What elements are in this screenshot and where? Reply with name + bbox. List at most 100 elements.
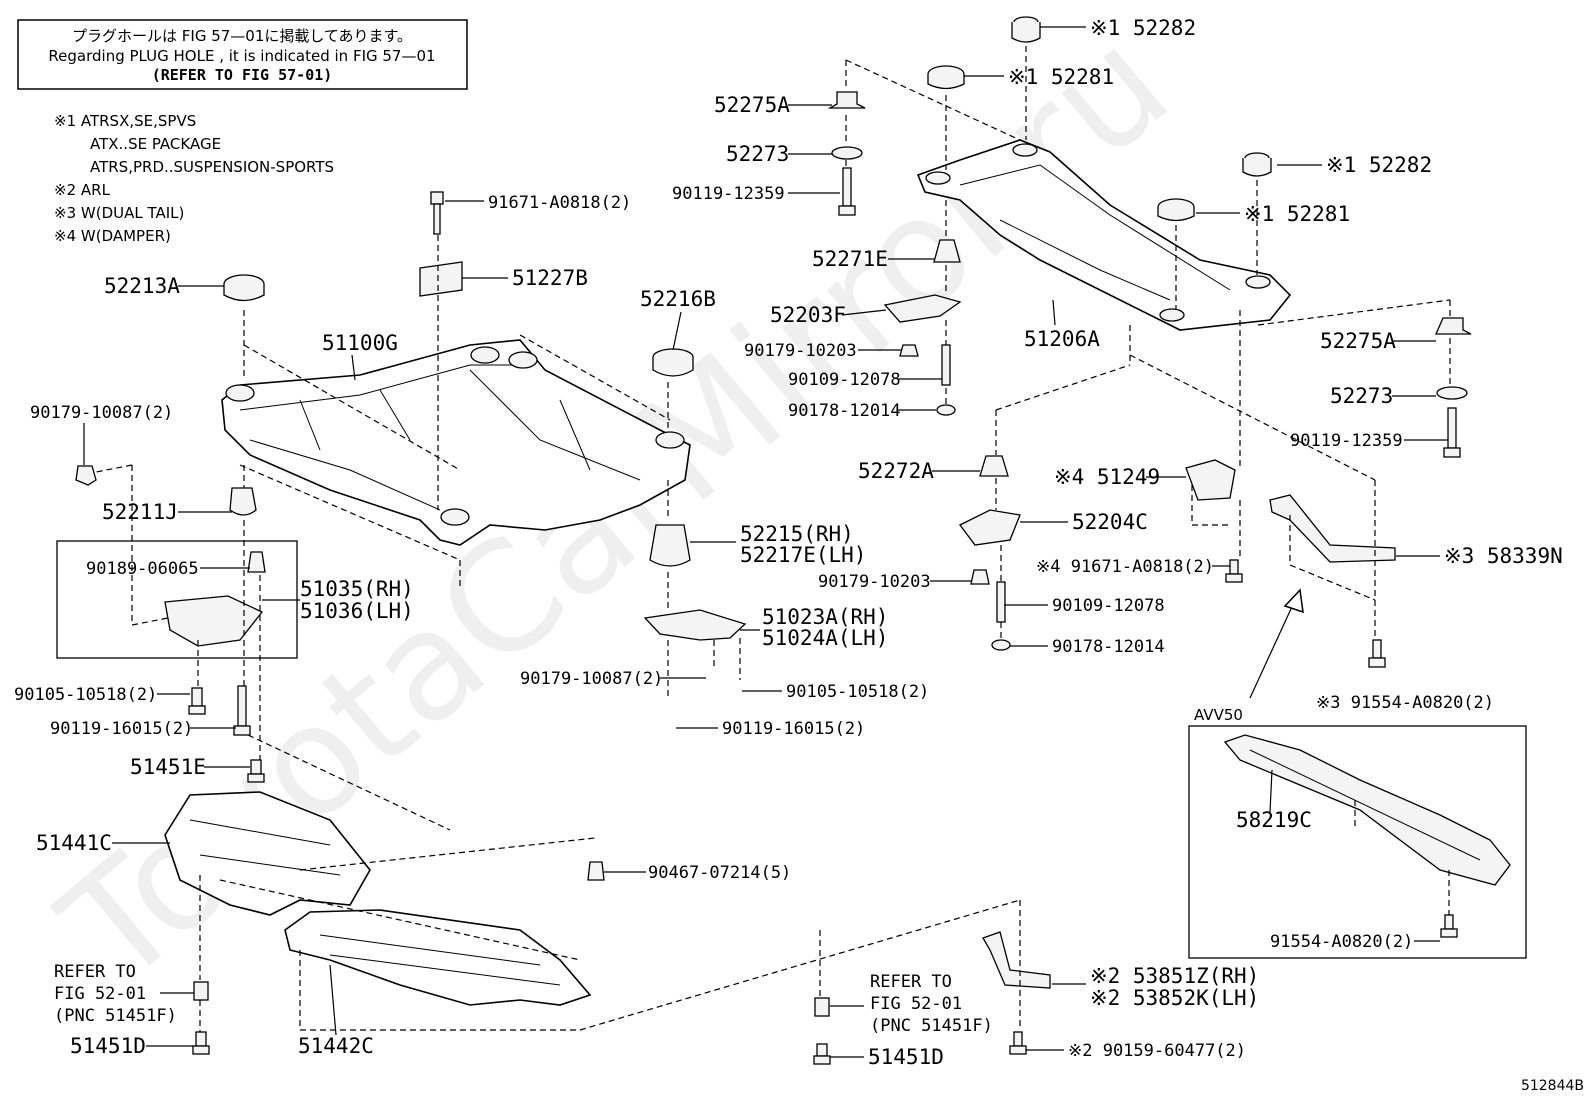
label-91554-b: 91554-A0820(2) <box>1270 932 1413 952</box>
label-51023A: 51023A(RH) <box>762 605 888 629</box>
label-51442C: 51442C <box>298 1034 374 1058</box>
bolt-91671-top <box>430 191 444 235</box>
mount-52215 <box>649 524 691 567</box>
bushing-52282-r <box>1242 152 1272 177</box>
label-52282-top: ※1 52282 <box>1090 16 1196 40</box>
damper-51249 <box>1185 459 1236 501</box>
legend-note-3: ※3 W(DUAL TAIL) <box>54 204 184 222</box>
label-51441C: 51441C <box>36 831 112 855</box>
label-90105-l: 90105-10518(2) <box>14 685 157 705</box>
label-52272A: 52272A <box>858 459 934 483</box>
bushing-52281-top <box>927 65 965 90</box>
washer-52273-r <box>1436 386 1468 400</box>
bolt-51451E <box>247 759 265 783</box>
label-51451E: 51451E <box>130 755 206 779</box>
label-51036: 51036(LH) <box>300 599 414 623</box>
avv50-box: AVV50 <box>1188 706 1527 959</box>
label-52217E: 52217E(LH) <box>740 543 866 567</box>
clip-90467 <box>587 861 605 881</box>
label-52216B: 52216B <box>640 287 716 311</box>
clip-51451F-m <box>814 997 830 1017</box>
header-note-en: Regarding PLUG HOLE , it is indicated in… <box>48 47 435 65</box>
bracket-52204C <box>959 509 1021 546</box>
bracket-53851Z <box>982 931 1051 1055</box>
label-51100G: 51100G <box>322 331 398 355</box>
bracket-52203F <box>883 294 962 323</box>
undercover-51441C <box>164 791 371 916</box>
legend-note-2: ※2 ARL <box>54 181 111 199</box>
label-52203F: 52203F <box>770 303 846 327</box>
label-90159: ※2 90159-60477(2) <box>1068 1041 1246 1061</box>
label-52275A-l: 52275A <box>714 93 790 117</box>
label-90178-12014-b: 90178-12014 <box>1052 637 1165 657</box>
label-90119-12359-l: 90119-12359 <box>672 184 785 204</box>
label-90179-10203-a: 90179-10203 <box>744 341 857 361</box>
header-note-box: プラグホールは FIG 57—01に掲載してあります。 Regarding PL… <box>17 19 468 90</box>
label-51227B: 51227B <box>512 266 588 290</box>
stopper-52275A-r <box>1435 317 1472 335</box>
label-51024A: 51024A(LH) <box>762 626 888 650</box>
washer-52273-l <box>831 146 863 160</box>
bracket-58339N <box>1269 494 1396 563</box>
label-91671-top: 91671-A0818(2) <box>488 193 631 213</box>
label-52275A-r: 52275A <box>1320 329 1396 353</box>
washer-90178-12014-b <box>991 639 1011 651</box>
bolt-91671-b <box>1225 559 1243 583</box>
legend-note-4: ※4 W(DAMPER) <box>54 227 171 245</box>
label-51035: 51035(RH) <box>300 577 414 601</box>
washer-90178-12014-a <box>936 404 956 416</box>
mount-52211J <box>229 487 257 516</box>
label-90179-10203-b: 90179-10203 <box>818 572 931 592</box>
bolt-51451D-m <box>813 1043 831 1065</box>
legend: ※1 ATRSX,SE,SPVS ATX..SE PACKAGE ATRS,PR… <box>54 112 334 245</box>
label-ref1-c: (PNC 51451F) <box>54 1006 177 1026</box>
label-ref1-b: FIG 52-01 <box>54 984 146 1004</box>
bolt-90119-12359-r <box>1443 407 1461 458</box>
clip-51451F-l <box>193 981 209 1001</box>
label-ref2-b: FIG 52-01 <box>870 994 962 1014</box>
label-52281-top: ※1 52281 <box>1008 65 1114 89</box>
stopper-52275A-l <box>827 91 866 109</box>
undercover-51442C <box>284 909 592 1006</box>
label-58219C: 58219C <box>1236 808 1312 832</box>
label-52273-r: 52273 <box>1330 384 1393 408</box>
label-51249: ※4 51249 <box>1054 465 1160 489</box>
bracket-51023A <box>643 609 747 641</box>
label-58339N: ※3 58339N <box>1444 544 1563 568</box>
part-labels: ※1 52282 ※1 52281 52275A 52273 90119-123… <box>14 16 1563 1069</box>
mount-52271E <box>933 239 961 263</box>
front-crossmember-51100G <box>221 339 691 546</box>
label-ref2-c: (PNC 51451F) <box>870 1016 993 1036</box>
legend-note-1c: ATRS,PRD..SUSPENSION-SPORTS <box>90 158 334 176</box>
bolt-51451D-l <box>192 1031 210 1055</box>
nut-90179-10203-b <box>970 569 990 585</box>
mount-52216B <box>652 348 694 377</box>
label-53851Z: ※2 53851Z(RH) <box>1090 964 1259 988</box>
label-90179-10087-m: 90179-10087(2) <box>520 669 663 689</box>
label-90467: 90467-07214(5) <box>648 863 791 883</box>
label-53852K: ※2 53852K(LH) <box>1090 986 1259 1010</box>
leader-lines <box>83 26 1448 1058</box>
nut-90179-10203-a <box>899 344 919 357</box>
mount-52213A <box>223 274 265 302</box>
label-52215: 52215(RH) <box>740 522 854 546</box>
label-51206A: 51206A <box>1024 327 1100 351</box>
label-51451D-l: 51451D <box>70 1034 146 1058</box>
header-note-refer: (REFER TO FIG 57-01) <box>152 66 333 84</box>
nut-90179-10087-l <box>75 465 97 486</box>
bolt-90105-l <box>188 687 206 715</box>
legend-note-1: ※1 ATRSX,SE,SPVS <box>54 112 196 130</box>
label-52273-l: 52273 <box>726 142 789 166</box>
bolt-90119-12359-l <box>838 167 856 216</box>
assembly-dashed-lines <box>95 46 1451 1032</box>
bracket-51227B <box>419 261 463 297</box>
stud-90109-12078-b <box>996 581 1006 623</box>
avv50-label: AVV50 <box>1194 706 1243 724</box>
mount-52272A <box>979 455 1009 477</box>
figure-id: 512844B <box>1521 1078 1584 1094</box>
label-52213A: 52213A <box>104 274 180 298</box>
label-52281-r: ※1 52281 <box>1244 202 1350 226</box>
label-ref1-a: REFER TO <box>54 962 136 982</box>
label-90178-12014-a: 90178-12014 <box>788 401 901 421</box>
